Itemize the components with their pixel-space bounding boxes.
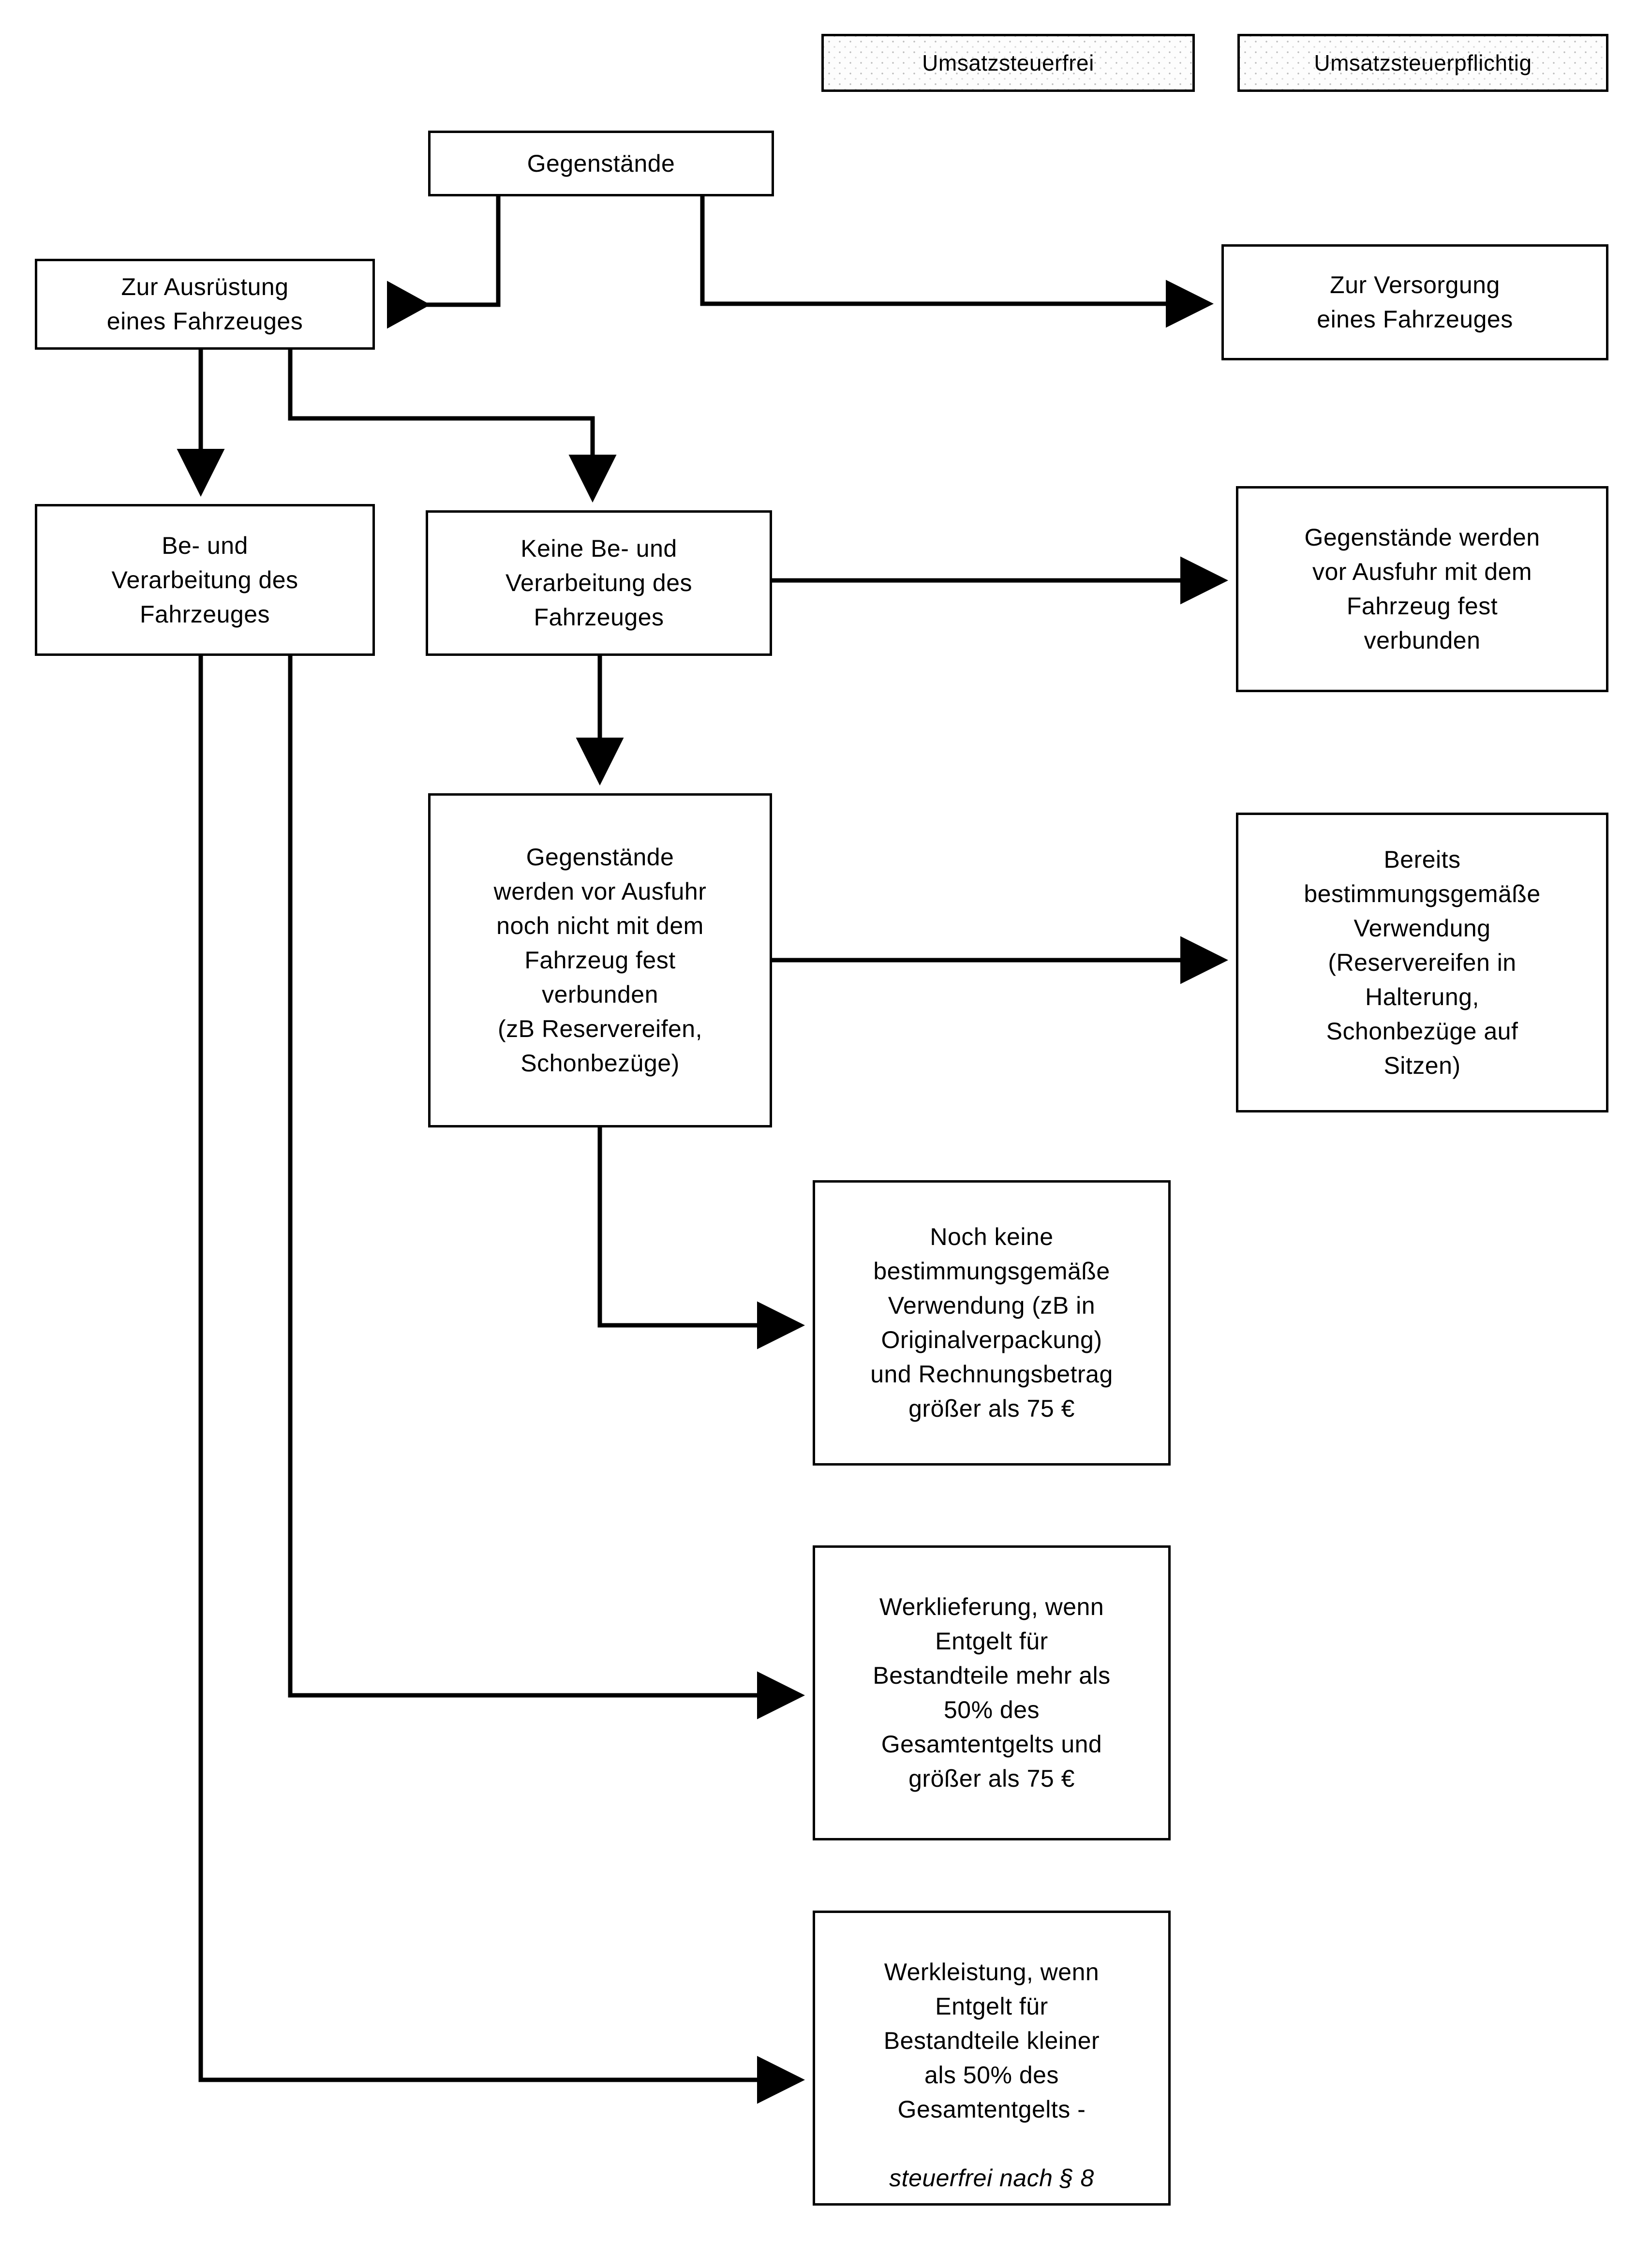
edge-root-to-equipment [387, 196, 501, 329]
node-keine-be-und-verarbeitung-label: Keine Be- und Verarbeitung des Fahrzeuge… [505, 535, 693, 631]
node-noch-keine-bestimmungsgemaesse-verwendung[interactable]: Noch keine bestimmungsgemäße Verwendung … [813, 1180, 1171, 1466]
node-bereits-bestimmungsgemaesse-verwendung-label: Bereits bestimmungsgemäße Verwendung (Re… [1304, 845, 1541, 1079]
node-bereits-bestimmungsgemaesse-verwendung[interactable]: Bereits bestimmungsgemäße Verwendung (Re… [1236, 813, 1608, 1112]
node-keine-be-und-verarbeitung[interactable]: Keine Be- und Verarbeitung des Fahrzeuge… [426, 510, 772, 656]
node-zur-versorgung-label: Zur Versorgung eines Fahrzeuges [1317, 271, 1513, 333]
node-werkleistung-note: steuerfrei nach § 8 [889, 2164, 1094, 2192]
legend-label-taxable: Umsatzsteuerpflichtig [1314, 50, 1532, 75]
edge-equipment-to-no-processing [288, 349, 617, 503]
node-noch-nicht-verbunden[interactable]: Gegenstände werden vor Ausfuhr noch nich… [428, 793, 772, 1127]
node-fest-verbunden[interactable]: Gegenstände werden vor Ausfuhr mit dem F… [1236, 486, 1608, 692]
node-gegenstaende[interactable]: Gegenstände [428, 131, 774, 196]
legend-item-taxable: Umsatzsteuerpflichtig [1237, 34, 1608, 92]
node-noch-keine-bestimmungsgemaesse-verwendung-label: Noch keine bestimmungsgemäße Verwendung … [870, 1223, 1113, 1422]
node-werklieferung-label: Werklieferung, wenn Entgelt für Bestandt… [873, 1593, 1111, 1792]
node-fest-verbunden-label: Gegenstände werden vor Ausfuhr mit dem F… [1304, 524, 1540, 654]
node-werkleistung-label: Werkleistung, wenn Entgelt für Bestandte… [820, 1921, 1163, 2195]
node-gegenstaende-label: Gegenstände [527, 149, 675, 177]
edge-root-to-supply [700, 196, 1214, 328]
node-zur-ausruestung[interactable]: Zur Ausrüstung eines Fahrzeuges [35, 259, 375, 350]
node-werkleistung-main: Werkleistung, wenn Entgelt für Bestandte… [883, 1958, 1100, 2123]
node-noch-nicht-verbunden-label: Gegenstände werden vor Ausfuhr noch nich… [493, 844, 707, 1077]
edge-not-yet-connected-to-not-yet-used [597, 1127, 805, 1349]
node-zur-ausruestung-label: Zur Ausrüstung eines Fahrzeuges [106, 273, 303, 335]
node-be-und-verarbeitung[interactable]: Be- und Verarbeitung des Fahrzeuges [35, 504, 375, 656]
legend-label-tax-free: Umsatzsteuerfrei [922, 50, 1094, 75]
legend-item-tax-free: Umsatzsteuerfrei [821, 34, 1195, 92]
node-zur-versorgung[interactable]: Zur Versorgung eines Fahrzeuges [1221, 244, 1608, 360]
node-be-und-verarbeitung-label: Be- und Verarbeitung des Fahrzeuges [111, 532, 298, 628]
node-werklieferung[interactable]: Werklieferung, wenn Entgelt für Bestandt… [813, 1545, 1171, 1840]
node-werkleistung[interactable]: Werkleistung, wenn Entgelt für Bestandte… [813, 1911, 1171, 2206]
